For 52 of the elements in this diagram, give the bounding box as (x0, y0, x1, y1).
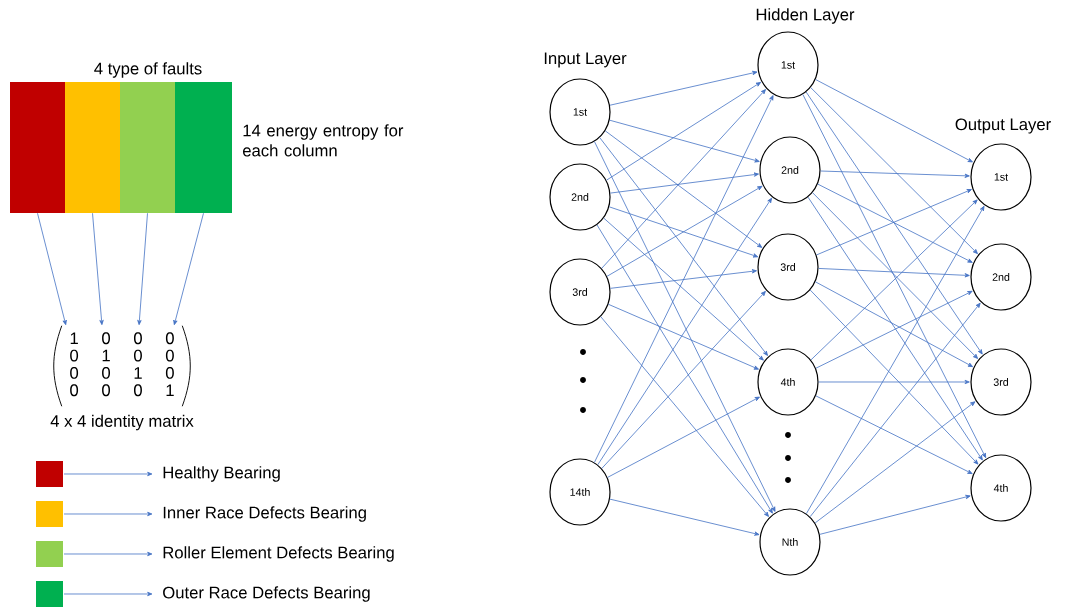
legend-text: Healthy Bearing (163, 466, 280, 482)
arrow (609, 498, 760, 536)
arrow (596, 224, 773, 514)
arrow (609, 70, 758, 106)
arrow (819, 494, 971, 535)
arrow (815, 395, 973, 475)
legend-text: Inner Race Defects Bearing (163, 506, 366, 522)
identity-matrix: 1 0 0 0 0 1 0 0 0 0 1 0 0 0 0 1 (70, 332, 174, 397)
arrow (818, 268, 970, 278)
arrow (92, 212, 104, 326)
arrow (594, 95, 774, 463)
arrow (809, 289, 979, 465)
fault-bar (65, 82, 120, 213)
arrow (608, 303, 759, 370)
heading: 4 type of faults (94, 62, 202, 78)
arrow (820, 170, 970, 178)
arrow (604, 130, 763, 248)
matrix-caption: 4 x 4 identity matrix (50, 414, 194, 431)
arrow (816, 189, 972, 256)
legend-text: Roller Element Defects Bearing (163, 546, 394, 562)
arrow (810, 87, 978, 255)
arrow (608, 206, 759, 258)
arrow (37, 212, 67, 326)
arrow (606, 81, 761, 181)
arrow (807, 196, 983, 461)
arrow (601, 290, 766, 469)
legend-text: Outer Race Defects Bearing (163, 586, 370, 602)
arrow (609, 119, 760, 163)
arrow (607, 396, 760, 478)
arrow (599, 137, 768, 356)
arrow (606, 185, 763, 277)
arrow (600, 316, 769, 517)
arrow (809, 302, 981, 518)
arrow (137, 212, 148, 326)
arrow (597, 197, 772, 466)
arrow (817, 183, 973, 263)
arrow (814, 401, 976, 524)
arrow (802, 94, 987, 459)
arrow (805, 91, 983, 355)
arrow (815, 79, 973, 163)
arrow (173, 212, 204, 326)
arrow (818, 379, 970, 385)
arrow (594, 141, 776, 512)
arrow (610, 172, 759, 194)
arrow (806, 205, 985, 514)
fault-bar (10, 82, 65, 213)
layer-title: Output Layer (955, 118, 1051, 134)
fault-bar (120, 82, 175, 213)
arrow (603, 217, 764, 361)
fault-bar (175, 82, 232, 213)
arrow (601, 89, 766, 269)
arrow (610, 269, 757, 289)
